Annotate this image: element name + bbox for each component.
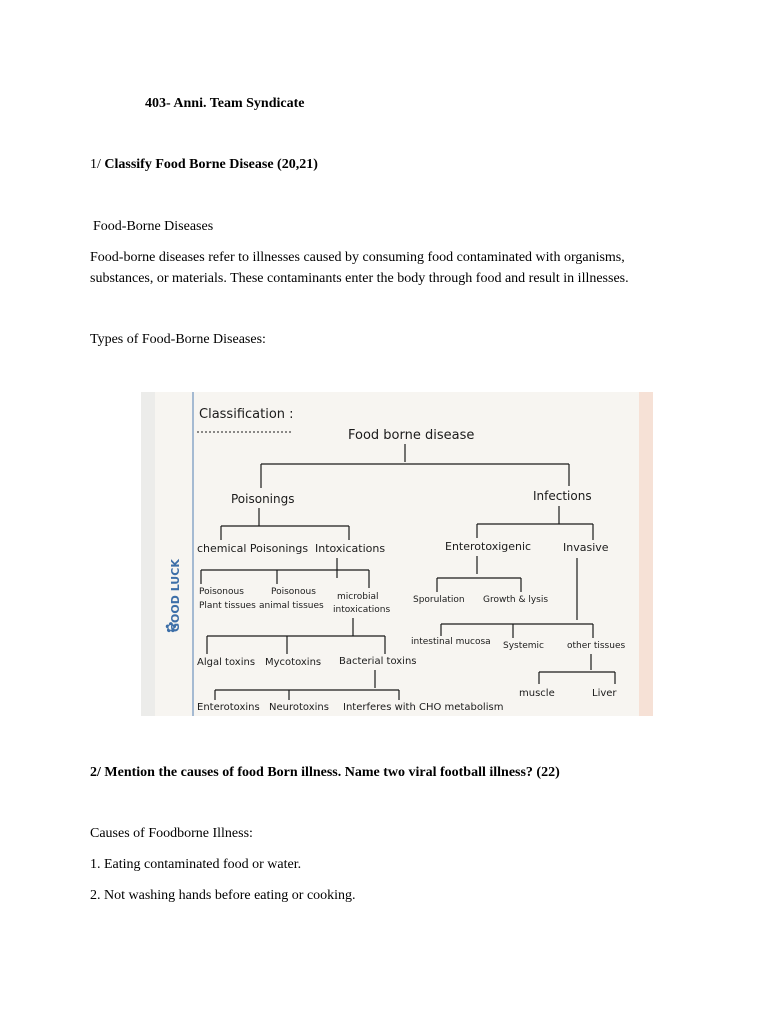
svg-text:Classification :: Classification : <box>199 407 294 422</box>
svg-text:Enterotoxins: Enterotoxins <box>197 702 260 713</box>
q2-heading: 2/ Mention the causes of food Born illne… <box>90 765 560 780</box>
svg-text:Food borne disease: Food borne disease <box>348 428 474 443</box>
svg-text:Invasive: Invasive <box>563 541 609 554</box>
svg-text:✿: ✿ <box>165 620 177 636</box>
svg-text:Poisonous: Poisonous <box>199 587 244 597</box>
q1-title: Classify Food Borne Disease (20,21) <box>104 157 318 172</box>
svg-text:intoxications: intoxications <box>333 605 390 615</box>
svg-text:animal tissues: animal tissues <box>259 601 324 611</box>
q1-heading: 1/ Classify Food Borne Disease (20,21) <box>90 156 318 173</box>
good-luck-logo: GOOD LUCK <box>169 559 182 632</box>
svg-text:Enterotoxigenic: Enterotoxigenic <box>445 540 531 553</box>
svg-text:Growth & lysis: Growth & lysis <box>483 595 548 605</box>
svg-text:Poisonings: Poisonings <box>231 492 295 506</box>
causes-heading: Causes of Foodborne Illness: <box>90 826 253 841</box>
document-title: 403- Anni. Team Syndicate <box>145 96 305 111</box>
svg-text:microbial: microbial <box>337 592 378 602</box>
classification-diagram-photo: GOOD LUCK ✿ Classification : Food borne … <box>141 392 653 716</box>
q1-number: 1/ <box>90 157 101 172</box>
svg-text:GOOD LUCK: GOOD LUCK <box>169 559 182 632</box>
svg-text:muscle: muscle <box>519 688 555 699</box>
svg-text:Infections: Infections <box>533 489 592 503</box>
svg-text:Liver: Liver <box>592 688 617 699</box>
svg-text:Interferes with CHO metabolism: Interferes with CHO metabolism <box>343 702 503 713</box>
q1-paragraph: Food-borne diseases refer to illnesses c… <box>90 250 629 286</box>
cause-item-2: 2. Not washing hands before eating or co… <box>90 888 356 903</box>
svg-text:Sporulation: Sporulation <box>413 595 465 605</box>
svg-text:Mycotoxins: Mycotoxins <box>265 657 321 668</box>
svg-text:Systemic: Systemic <box>503 641 544 651</box>
svg-text:chemical Poisonings: chemical Poisonings <box>197 542 308 555</box>
svg-text:Bacterial toxins: Bacterial toxins <box>339 656 417 667</box>
svg-text:intestinal mucosa: intestinal mucosa <box>411 637 491 647</box>
svg-text:Poisonous: Poisonous <box>271 587 316 597</box>
svg-text:other tissues: other tissues <box>567 641 625 651</box>
classification-diagram: GOOD LUCK ✿ Classification : Food borne … <box>141 392 653 716</box>
q1-subheading: Food-Borne Diseases <box>93 219 214 234</box>
cause-item-1: 1. Eating contaminated food or water. <box>90 857 302 872</box>
svg-text:Neurotoxins: Neurotoxins <box>269 702 329 713</box>
svg-text:Intoxications: Intoxications <box>315 542 385 555</box>
types-heading: Types of Food-Borne Diseases: <box>90 332 266 347</box>
svg-text:Plant tissues: Plant tissues <box>199 601 256 611</box>
svg-text:Algal toxins: Algal toxins <box>197 657 255 668</box>
